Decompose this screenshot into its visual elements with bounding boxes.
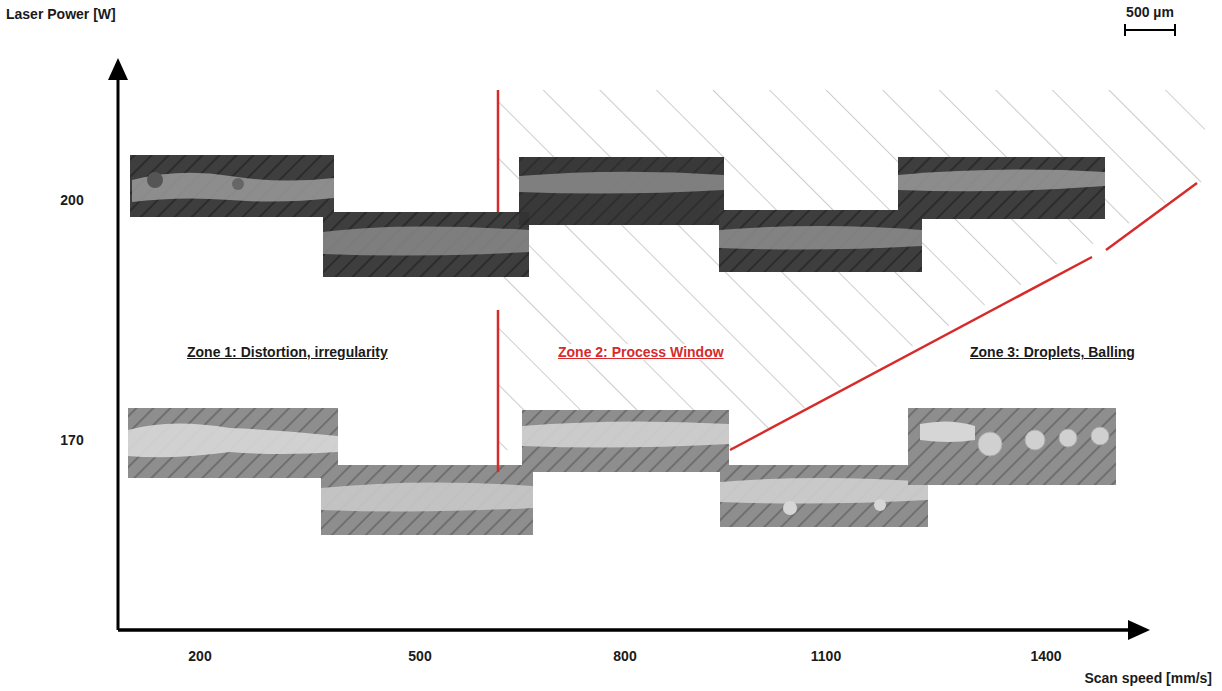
hatch-region: [498, 90, 1208, 452]
sem-micrograph: [323, 212, 529, 277]
process-window-boundary: [498, 90, 1197, 472]
axes: [118, 66, 1140, 630]
axis-title: Scan speed [mm/s]: [1082, 670, 1214, 686]
tick-label: 200: [58, 192, 85, 208]
sem-micrograph: [898, 157, 1105, 219]
tick-label: 800: [611, 648, 638, 664]
tick-label: 500: [406, 648, 433, 664]
zone-label: Zone 3: Droplets, Balling: [968, 344, 1137, 360]
tick-label: 200: [186, 648, 213, 664]
sem-micrograph: [522, 410, 729, 472]
tick-label: 170: [58, 432, 85, 448]
sem-micrograph: [519, 157, 724, 225]
sem-micrograph: [321, 465, 533, 535]
sem-micrograph: [130, 155, 334, 217]
axis-arrow: [108, 58, 128, 80]
axis-title: Laser Power [W]: [4, 6, 118, 22]
zone-label: Zone 1: Distortion, irregularity: [185, 344, 390, 360]
zone-label: Zone 2: Process Window: [556, 344, 726, 360]
sem-micrograph: [908, 408, 1116, 485]
sem-micrograph: [719, 210, 922, 272]
scale-bar: [1125, 24, 1175, 36]
sem-micrograph: [128, 408, 338, 478]
sem-micrograph: [720, 465, 928, 527]
tick-label: 1100: [809, 648, 843, 664]
tick-label: 1400: [1028, 648, 1063, 664]
scale-label: 500 µm: [1124, 4, 1176, 20]
